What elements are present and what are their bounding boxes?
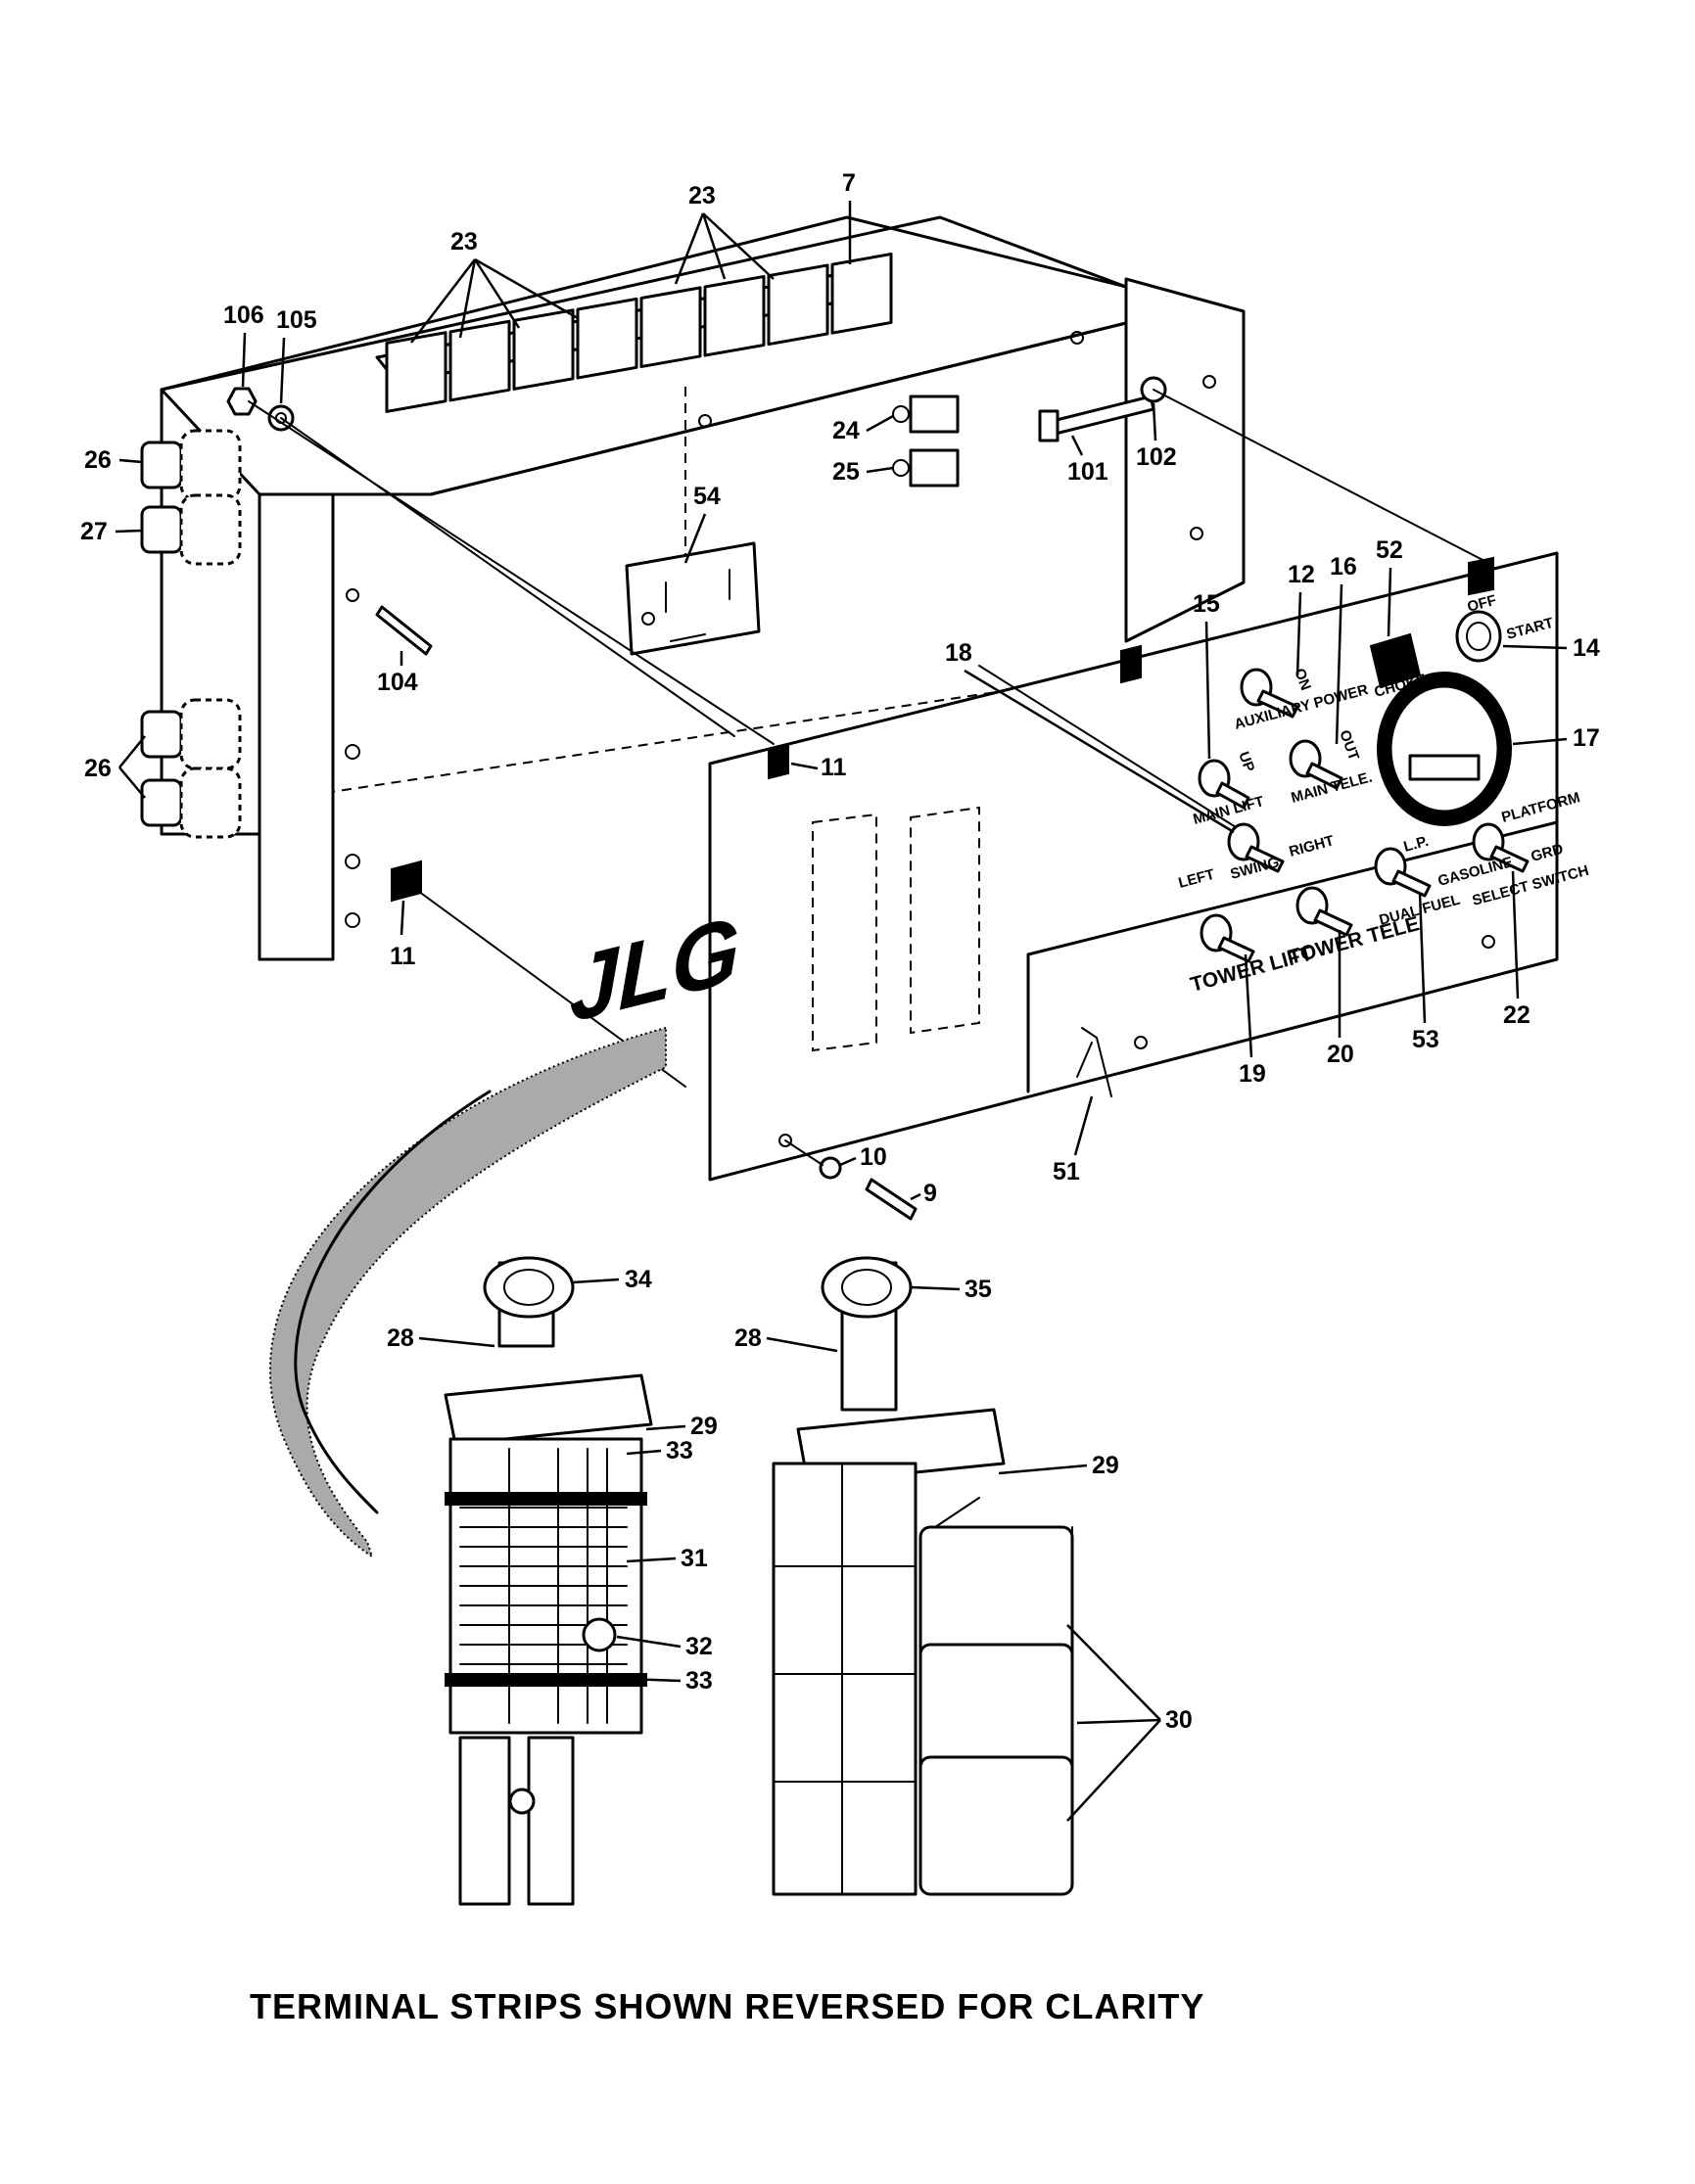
callout-106: 106 xyxy=(223,302,264,329)
callout-18: 18 xyxy=(945,639,972,667)
callout-25: 25 xyxy=(832,458,860,486)
callout-11: 11 xyxy=(821,754,847,781)
relay-23 xyxy=(830,253,893,335)
terminal-strip-right xyxy=(772,1256,1074,1896)
switch-main-tele[interactable] xyxy=(1289,739,1343,790)
label-up-main: UP xyxy=(1235,750,1257,774)
figure-caption: TERMINAL STRIPS SHOWN REVERSED FOR CLARI… xyxy=(250,1986,1204,2026)
callout-22: 22 xyxy=(1503,1001,1530,1029)
callout-28: 28 xyxy=(734,1324,762,1352)
connectors-left xyxy=(140,429,242,839)
hourmeter xyxy=(1377,672,1512,826)
callout-33: 33 xyxy=(666,1437,693,1464)
relay-23 xyxy=(639,286,702,369)
callout-24: 24 xyxy=(832,417,860,444)
switch-dual-fuel[interactable] xyxy=(1374,847,1432,898)
callout-28: 28 xyxy=(387,1324,414,1352)
relay-23 xyxy=(512,308,575,391)
callout-33: 33 xyxy=(685,1667,713,1695)
label-lp: L.P. xyxy=(1402,833,1431,856)
callout-12: 12 xyxy=(1288,561,1315,588)
callout-15: 15 xyxy=(1193,590,1220,618)
relay-23 xyxy=(448,319,511,402)
callout-54: 54 xyxy=(693,483,721,510)
connector-27 xyxy=(140,493,242,566)
relay-row xyxy=(375,253,893,413)
callout-32: 32 xyxy=(685,1633,713,1660)
connector-26 xyxy=(140,767,242,839)
terminal-strip-left xyxy=(444,1256,653,1906)
callout-31: 31 xyxy=(681,1545,708,1572)
circuit-breakers xyxy=(892,395,960,488)
callout-10: 10 xyxy=(860,1143,887,1171)
callouts: 7 23 23 106 105 26 27 26 104 11 11 54 24… xyxy=(80,169,1600,1822)
callout-20: 20 xyxy=(1327,1041,1354,1068)
callout-105: 105 xyxy=(276,306,317,334)
callout-27: 27 xyxy=(80,518,108,545)
callout-104: 104 xyxy=(377,669,418,696)
callout-16: 16 xyxy=(1330,553,1357,581)
callout-9: 9 xyxy=(923,1180,937,1207)
callout-102: 102 xyxy=(1136,443,1177,471)
callout-35: 35 xyxy=(965,1276,992,1303)
connector-26 xyxy=(140,429,242,501)
callout-26: 26 xyxy=(84,755,112,782)
screw-9 xyxy=(784,1139,918,1221)
switch-main-lift[interactable] xyxy=(1198,759,1250,810)
callout-30: 30 xyxy=(1165,1706,1193,1734)
relay-23 xyxy=(767,263,829,347)
key-switch[interactable] xyxy=(1455,610,1502,663)
callout-34: 34 xyxy=(625,1266,652,1293)
callout-23: 23 xyxy=(450,228,478,256)
callout-29: 29 xyxy=(1092,1452,1119,1479)
callout-11: 11 xyxy=(390,943,416,970)
switch-auxiliary-power[interactable] xyxy=(1240,668,1299,719)
callout-23: 23 xyxy=(688,182,716,209)
relay-23 xyxy=(576,297,638,380)
relay-23 xyxy=(385,331,447,413)
callout-53: 53 xyxy=(1412,1026,1439,1053)
switch-swing[interactable] xyxy=(1227,822,1285,873)
relay-23 xyxy=(703,274,766,357)
wire-harness xyxy=(268,1026,667,1559)
control-panel xyxy=(391,551,1559,1182)
callout-52: 52 xyxy=(1376,536,1403,564)
callout-19: 19 xyxy=(1239,1060,1266,1088)
panel-switches xyxy=(1198,610,1530,963)
callout-29: 29 xyxy=(690,1413,718,1440)
connector-26 xyxy=(140,698,242,770)
callout-26: 26 xyxy=(84,446,112,474)
choke-knob[interactable] xyxy=(1369,632,1422,689)
switch-tower-tele[interactable] xyxy=(1295,886,1353,937)
callout-17: 17 xyxy=(1573,724,1600,752)
callout-101: 101 xyxy=(1067,458,1108,486)
callout-14: 14 xyxy=(1573,634,1600,662)
bracket-54 xyxy=(625,541,761,656)
callout-51: 51 xyxy=(1053,1158,1080,1185)
callout-7: 7 xyxy=(842,169,856,197)
switch-select[interactable] xyxy=(1472,822,1530,873)
